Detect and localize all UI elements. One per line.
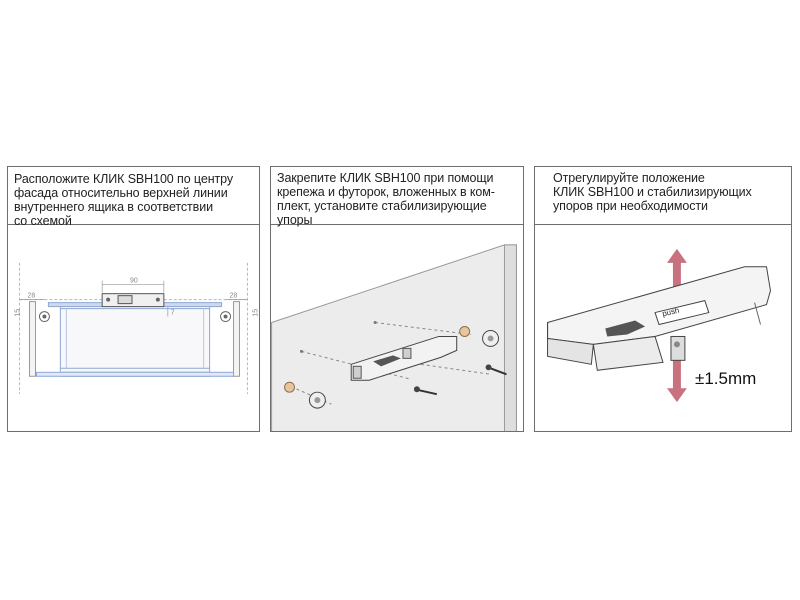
pilot-hole xyxy=(373,321,377,325)
mounting-diagram xyxy=(271,244,517,431)
step-1-caption: Расположите КЛИК SBH100 по центру фасада… xyxy=(8,167,259,228)
right-wall xyxy=(233,301,240,377)
stabilizer-left xyxy=(308,391,326,409)
caption-line: упоры xyxy=(277,213,313,227)
dimension-lines xyxy=(19,280,248,317)
dimension-right-offset: 28 xyxy=(230,293,238,300)
step-3-panel: Отрегулируйте положение КЛИК SBH100 и ст… xyxy=(534,166,792,432)
caption-line: КЛИК SBH100 и стабилизирующих xyxy=(553,185,752,199)
step-3-caption: Отрегулируйте положение КЛИК SBH100 и ст… xyxy=(535,167,791,225)
caption-line: внутреннего ящика в соответствии xyxy=(14,200,213,214)
left-wall xyxy=(29,301,36,377)
bushing-insert-right xyxy=(459,326,471,337)
caption-line: упоров при необходимости xyxy=(553,199,708,213)
latch-device xyxy=(101,293,165,308)
latch-device xyxy=(350,335,458,381)
pilot-hole xyxy=(299,349,303,353)
screw-left xyxy=(413,386,438,396)
step-1-drawing: 90 28 28 15 15 7 xyxy=(8,225,259,431)
mounting-screw-left xyxy=(38,311,50,323)
outline-lines xyxy=(19,262,248,395)
caption-line: плект, установите стабилизирующие xyxy=(277,199,487,213)
caption-line: крепежа и футорок, вложенных в ком- xyxy=(277,185,495,199)
fascia-panel xyxy=(271,244,517,431)
caption-line: Отрегулируйте положение xyxy=(553,171,705,185)
adjustment-diagram: push xyxy=(547,248,771,403)
step-1-panel: Расположите КЛИК SBH100 по центру фасада… xyxy=(7,166,260,432)
screw-right xyxy=(485,364,507,376)
dimension-depth: 7 xyxy=(171,310,175,317)
dimension-center-width: 90 xyxy=(130,278,138,285)
tolerance-label: ±1.5mm xyxy=(695,369,757,388)
caption-line: фасада относительно верхней линии xyxy=(14,186,228,200)
arrow-down-icon xyxy=(666,358,687,403)
dimension-left-height: 15 xyxy=(15,309,22,317)
step-2-panel: Закрепите КЛИК SBH100 при помощи крепежа… xyxy=(270,166,524,432)
stabilizer-right xyxy=(482,329,500,347)
mounting-screw-right xyxy=(220,311,232,323)
dimension-left-offset: 28 xyxy=(28,293,36,300)
step-2-drawing xyxy=(271,225,523,431)
front-positioning-diagram: 90 28 28 15 15 7 xyxy=(15,262,259,395)
bushing-insert-left xyxy=(284,381,295,393)
caption-line: Закрепите КЛИК SBH100 при помощи xyxy=(277,171,494,185)
fascia-edge xyxy=(503,244,517,431)
dimension-right-height: 15 xyxy=(252,309,259,317)
caption-line: со схемой xyxy=(14,214,72,228)
step-3-drawing: push ±1.5mm xyxy=(535,225,791,431)
arrow-up-icon xyxy=(666,248,687,295)
device-label: push xyxy=(661,306,680,319)
latch-device xyxy=(547,266,771,371)
drawer-box xyxy=(59,303,211,377)
caption-line: Расположите КЛИК SBH100 по центру xyxy=(14,172,233,186)
bottom-runner xyxy=(35,371,235,377)
step-2-caption: Закрепите КЛИК SBH100 при помощи крепежа… xyxy=(271,167,523,227)
